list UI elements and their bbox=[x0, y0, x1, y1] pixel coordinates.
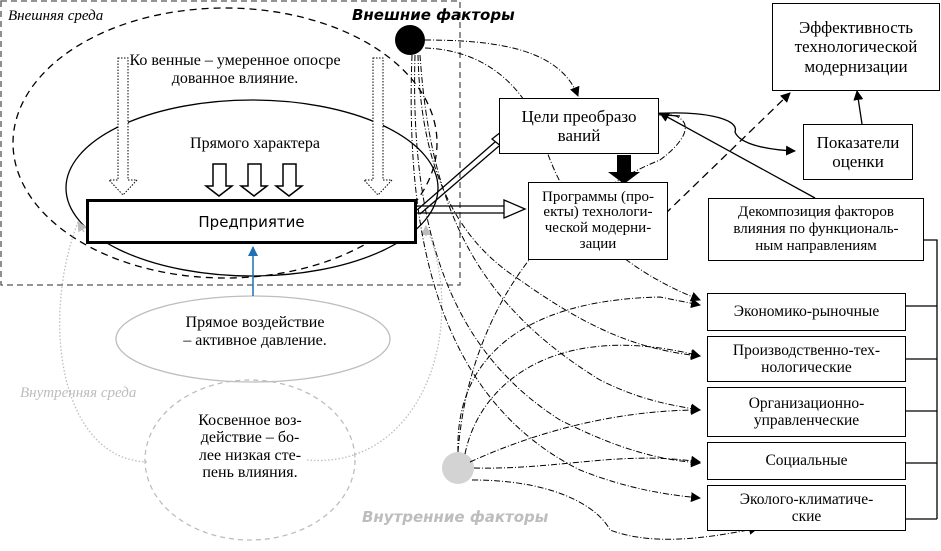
direct-character-ellipse bbox=[65, 99, 439, 277]
functional-area-social[interactable]: Социальные bbox=[707, 442, 906, 480]
internal-environment-loop bbox=[59, 221, 443, 463]
programs-line4: зации bbox=[579, 235, 617, 252]
external-environment-border bbox=[0, 0, 461, 286]
goals-indicators-link bbox=[649, 112, 796, 156]
internal-environment-label: Внутренняя среда bbox=[20, 385, 137, 401]
indirect-impact-line4: пень влияния. bbox=[202, 463, 298, 481]
programs-line2: екты) технологи- bbox=[543, 204, 653, 221]
direct-impact-line2: – активное давление. bbox=[183, 331, 327, 349]
functional-area-label: Социальные bbox=[765, 452, 848, 470]
direct-impact-line1: Прямое воздействие bbox=[185, 314, 325, 331]
functional-area-label: Эколого-климатиче- bbox=[739, 490, 874, 508]
goals-to-programs-arrow bbox=[608, 155, 640, 184]
direct-character-label: Прямого характера bbox=[190, 135, 320, 152]
indirect-influence-line1: Ко венные – умеренное опосре bbox=[129, 52, 341, 69]
internal-loop-arrow-left bbox=[77, 221, 87, 233]
functional-area-production[interactable]: Производственно-тех-нологические bbox=[707, 336, 906, 382]
decomposition-box[interactable]: Декомпозиция факторов влияния по функцио… bbox=[708, 198, 924, 261]
indicators-line1: Показатели bbox=[816, 132, 900, 152]
functional-area-label-2: ские bbox=[791, 508, 822, 525]
efficiency-line1: Эффективность bbox=[798, 18, 914, 38]
internal-factors-label: Внутренние факторы bbox=[362, 508, 549, 526]
external-factors-marker bbox=[395, 25, 425, 55]
functional-area-ecological[interactable]: Эколого-климатиче-ские bbox=[707, 485, 906, 531]
decomposition-line3: ным направлениям bbox=[755, 237, 877, 254]
direct-arrows bbox=[203, 163, 305, 197]
goals-line2: ваний bbox=[557, 126, 601, 145]
decomposition-to-goals-link bbox=[659, 112, 816, 199]
enterprise-box[interactable]: Предприятие bbox=[86, 199, 417, 244]
programs-box[interactable]: Программы (про- екты) технологи- ческой … bbox=[528, 182, 668, 260]
indirect-arrow-left bbox=[107, 57, 139, 196]
external-factors-label: Внешние факторы bbox=[352, 6, 515, 24]
functional-area-economic[interactable]: Экономико-рыночные bbox=[707, 293, 906, 331]
indicators-box[interactable]: Показатели оценки bbox=[803, 124, 913, 180]
programs-line1: Программы (про- bbox=[542, 188, 654, 205]
goals-line1: Цели преобразо bbox=[521, 106, 637, 126]
efficiency-box[interactable]: Эффективность технологической модернизац… bbox=[772, 3, 940, 91]
enterprise-to-goals-arrow bbox=[416, 126, 508, 215]
functional-area-label: Экономико-рыночные bbox=[733, 303, 880, 321]
enterprise-to-programs-arrow bbox=[417, 199, 527, 219]
indirect-impact-line3: лее низкая сте- bbox=[198, 446, 302, 464]
indirect-influence-text: Ко венные – умеренное опосре дованное вл… bbox=[90, 52, 380, 88]
indicators-to-efficiency-arrow bbox=[853, 90, 864, 125]
functional-area-label: Производственно-тех- bbox=[732, 341, 881, 359]
functional-area-organizational[interactable]: Организационно-управленческие bbox=[707, 387, 906, 437]
indirect-influence-line2: дованное влияние. bbox=[171, 69, 299, 87]
indirect-arrow-right bbox=[362, 57, 394, 196]
indirect-influence-ellipse bbox=[12, 7, 438, 279]
external-environment-label: Внешняя среда bbox=[8, 8, 104, 24]
indirect-impact-ellipse bbox=[144, 379, 356, 541]
efficiency-line2: технологической bbox=[794, 37, 918, 57]
indirect-impact-line2: действие – бо- bbox=[200, 429, 300, 447]
indirect-impact-text: Косвенное воз- действие – бо- лее низкая… bbox=[150, 412, 350, 481]
indicators-line2: оценки bbox=[832, 152, 884, 171]
internal-factors-marker bbox=[442, 452, 474, 484]
programs-line3: ческой модерни- bbox=[544, 220, 652, 236]
direct-impact-text: Прямое воздействие – активное давление. bbox=[130, 314, 380, 350]
decomposition-bracket bbox=[906, 239, 938, 520]
functional-area-label-2: нологические bbox=[761, 359, 852, 376]
indirect-impact-line1: Косвенное воз- bbox=[198, 412, 302, 429]
decomposition-line2: влияния по функциональ- bbox=[733, 221, 899, 238]
functional-area-label-2: управленческие bbox=[753, 412, 860, 429]
decomposition-line1: Декомпозиция факторов bbox=[738, 204, 894, 221]
efficiency-line3: модернизации bbox=[804, 56, 908, 76]
functional-area-label: Организационно- bbox=[748, 394, 865, 412]
programs-to-efficiency-arrow bbox=[664, 92, 791, 215]
